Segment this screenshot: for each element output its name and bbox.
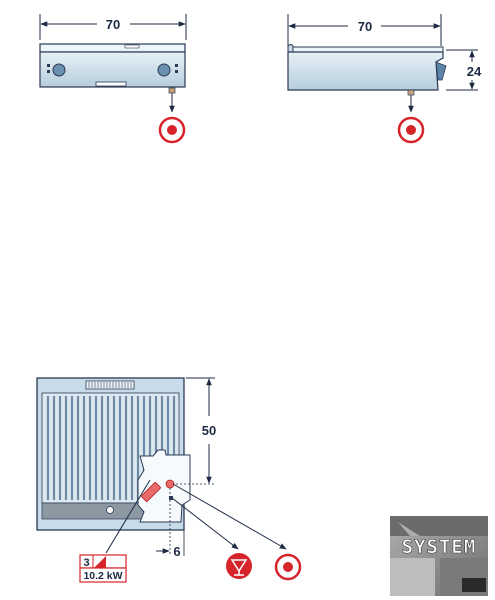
equipotential-point (169, 496, 173, 500)
logo-text: SYSTEM (402, 536, 477, 558)
grease-drawer (95, 81, 127, 87)
side-view: 70 24 (287, 14, 482, 144)
side-body (287, 51, 444, 91)
connection-detail-cutaway (137, 449, 191, 523)
power-rating-label: 10.2 kW (83, 570, 122, 582)
control-knob-icon (157, 63, 171, 77)
side-width-label: 70 (358, 19, 372, 34)
system-logo: SYSTEM (390, 516, 488, 596)
plan-offset-label: 6 (173, 544, 180, 559)
drain-hole (106, 506, 114, 514)
side-height-label: 24 (467, 64, 482, 79)
front-width-label: 70 (106, 17, 120, 32)
plan-depth-label: 50 (202, 423, 216, 438)
plan-view: 50 6 3 10.2 kW (36, 377, 302, 583)
power-box (79, 567, 127, 583)
connection-point (407, 89, 415, 96)
connection-point (168, 87, 176, 94)
phase-count-label: 3 (83, 557, 89, 569)
control-knob-icon (52, 63, 66, 77)
griddle-plate (39, 43, 186, 53)
front-view: 70 (39, 14, 187, 144)
electrical-connection-point (165, 479, 175, 489)
power-cable-entry (141, 482, 161, 502)
